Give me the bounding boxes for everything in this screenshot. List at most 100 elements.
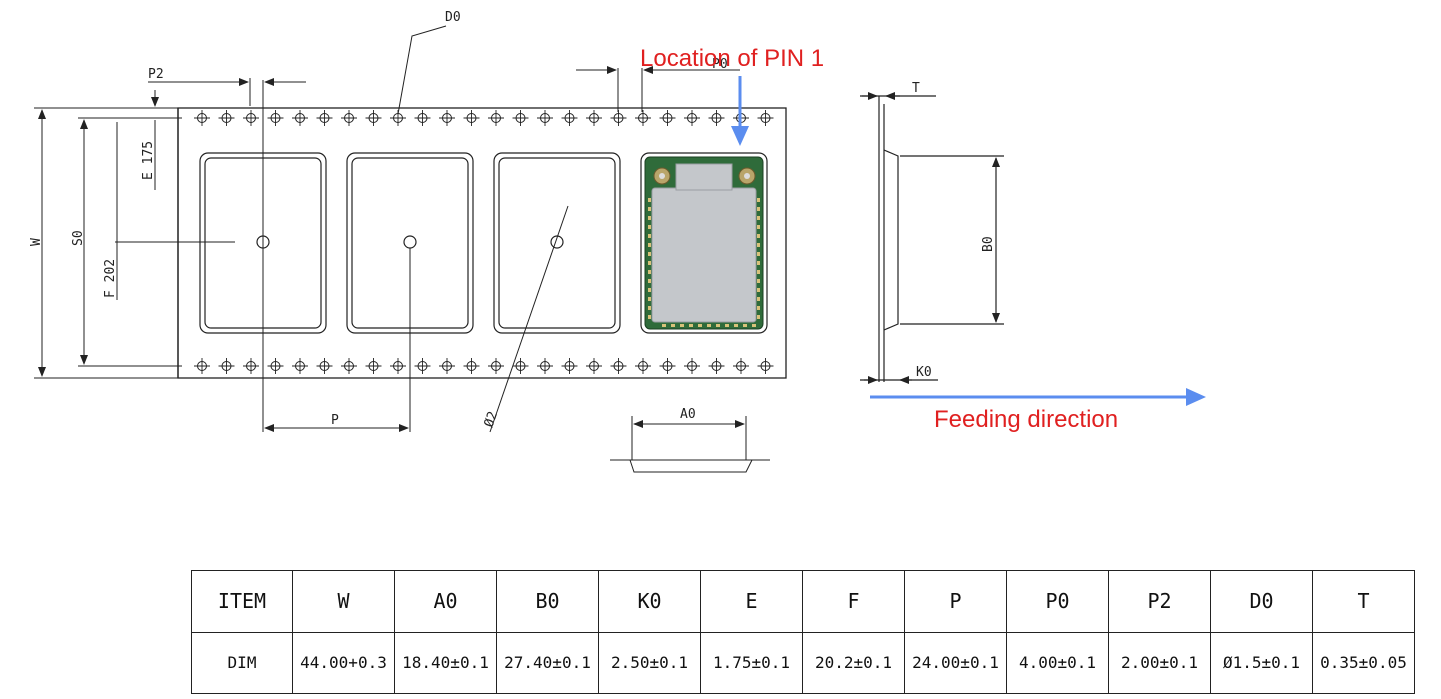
table-cell: F [802,570,905,633]
hole-crosshair [194,358,210,374]
pin1-arrow [731,76,749,146]
module-pad [648,279,651,283]
table-cell: ITEM [191,570,293,633]
module-pad [648,198,651,202]
sprocket-holes-top [194,110,774,126]
hole-crosshair [194,110,210,126]
carrier-tape [177,107,787,379]
hole-crosshair [316,110,333,126]
label-p2: P2 [148,67,164,82]
table-cell: 2.50±0.1 [598,631,701,694]
table-cell: W [292,570,395,633]
label-a0: A0 [680,407,696,422]
table-cell: D0 [1210,570,1313,633]
feeding-arrow [870,388,1206,406]
table-cell: 18.40±0.1 [394,631,497,694]
table-cell: 24.00±0.1 [904,631,1007,694]
module-pad [648,288,651,292]
hole-crosshair [635,358,651,374]
module-pad [757,288,760,292]
pin1-callout: Location of PIN 1 [640,45,824,72]
module-pad [648,216,651,220]
dim-d0 [397,25,447,115]
module-pad [680,324,684,327]
hole-crosshair [292,110,308,126]
dim-s0 [78,117,182,367]
hole-crosshair [659,358,676,374]
pocket-3 [493,152,621,334]
tape-drawing: W S0 E 175 F 202 P2 D0 P0 Location of PI… [29,10,1206,473]
hole-crosshair [218,358,235,374]
hole-crosshair [537,358,553,374]
module-pad [716,324,720,327]
hole-crosshair [243,358,259,374]
module-pad [757,315,760,319]
module-pad [725,324,729,327]
table-row: DIM 44.00+0.3 18.40±0.1 27.40±0.1 2.50±0… [191,631,1415,694]
module-pad [707,324,711,327]
hole-crosshair [463,358,480,374]
side-profile [860,92,1004,384]
module-pad [757,207,760,211]
table-cell: P [904,570,1007,633]
hole-crosshair [439,110,455,126]
table-cell: B0 [496,570,599,633]
hole-crosshair [586,110,602,126]
hole-crosshair [684,358,700,374]
module-pad [757,279,760,283]
hole-crosshair [488,110,504,126]
label-d0: D0 [445,10,461,25]
hole-crosshair [365,358,382,374]
table-cell: 27.40±0.1 [496,631,599,694]
hole-crosshair [610,358,627,374]
table-cell: T [1312,570,1415,633]
hole-crosshair [586,358,602,374]
dim-phi2 [489,205,569,433]
hole-crosshair [243,110,259,126]
module-pad [648,270,651,274]
module-pad [671,324,675,327]
hole-crosshair [267,110,284,126]
hole-crosshair [390,358,406,374]
module-pad [757,306,760,310]
module-pad [648,261,651,265]
table-header-row: ITEM W A0 B0 K0 E F P P0 P2 D0 T [191,570,1415,633]
table-cell: DIM [191,631,293,694]
hole-crosshair [708,110,725,126]
hole-crosshair [341,110,357,126]
hole-crosshair [512,358,529,374]
module-pad [734,324,738,327]
hole-crosshair [267,358,284,374]
label-f: F 202 [103,259,118,298]
module-pad [757,216,760,220]
module-pad [757,252,760,256]
hole-crosshair [463,110,480,126]
module-pad [648,297,651,301]
label-b0: B0 [981,236,996,252]
module-pad [648,225,651,229]
label-p0: P0 [712,57,728,72]
module-pad [752,324,756,327]
module-pad [689,324,693,327]
table-cell: P0 [1006,570,1109,633]
module-pad [698,324,702,327]
hole-crosshair [561,110,578,126]
hole-crosshair [414,110,431,126]
hole-crosshair [561,358,578,374]
hole-crosshair [414,358,431,374]
hole-crosshair [218,110,235,126]
dimension-table: ITEM W A0 B0 K0 E F P P0 P2 D0 T DIM 44.… [191,570,1415,694]
hole-crosshair [684,110,700,126]
hole-crosshair [757,110,774,126]
hole-crosshair [757,358,774,374]
dim-p0 [576,66,740,112]
table-cell: Ø1.5±0.1 [1210,631,1313,694]
hole-crosshair [610,110,627,126]
module-pad [648,207,651,211]
label-p: P [331,413,339,428]
table-cell: 20.2±0.1 [802,631,905,694]
hole-crosshair [512,110,529,126]
module-pad [757,297,760,301]
module-pad [662,324,666,327]
module-pad [757,198,760,202]
